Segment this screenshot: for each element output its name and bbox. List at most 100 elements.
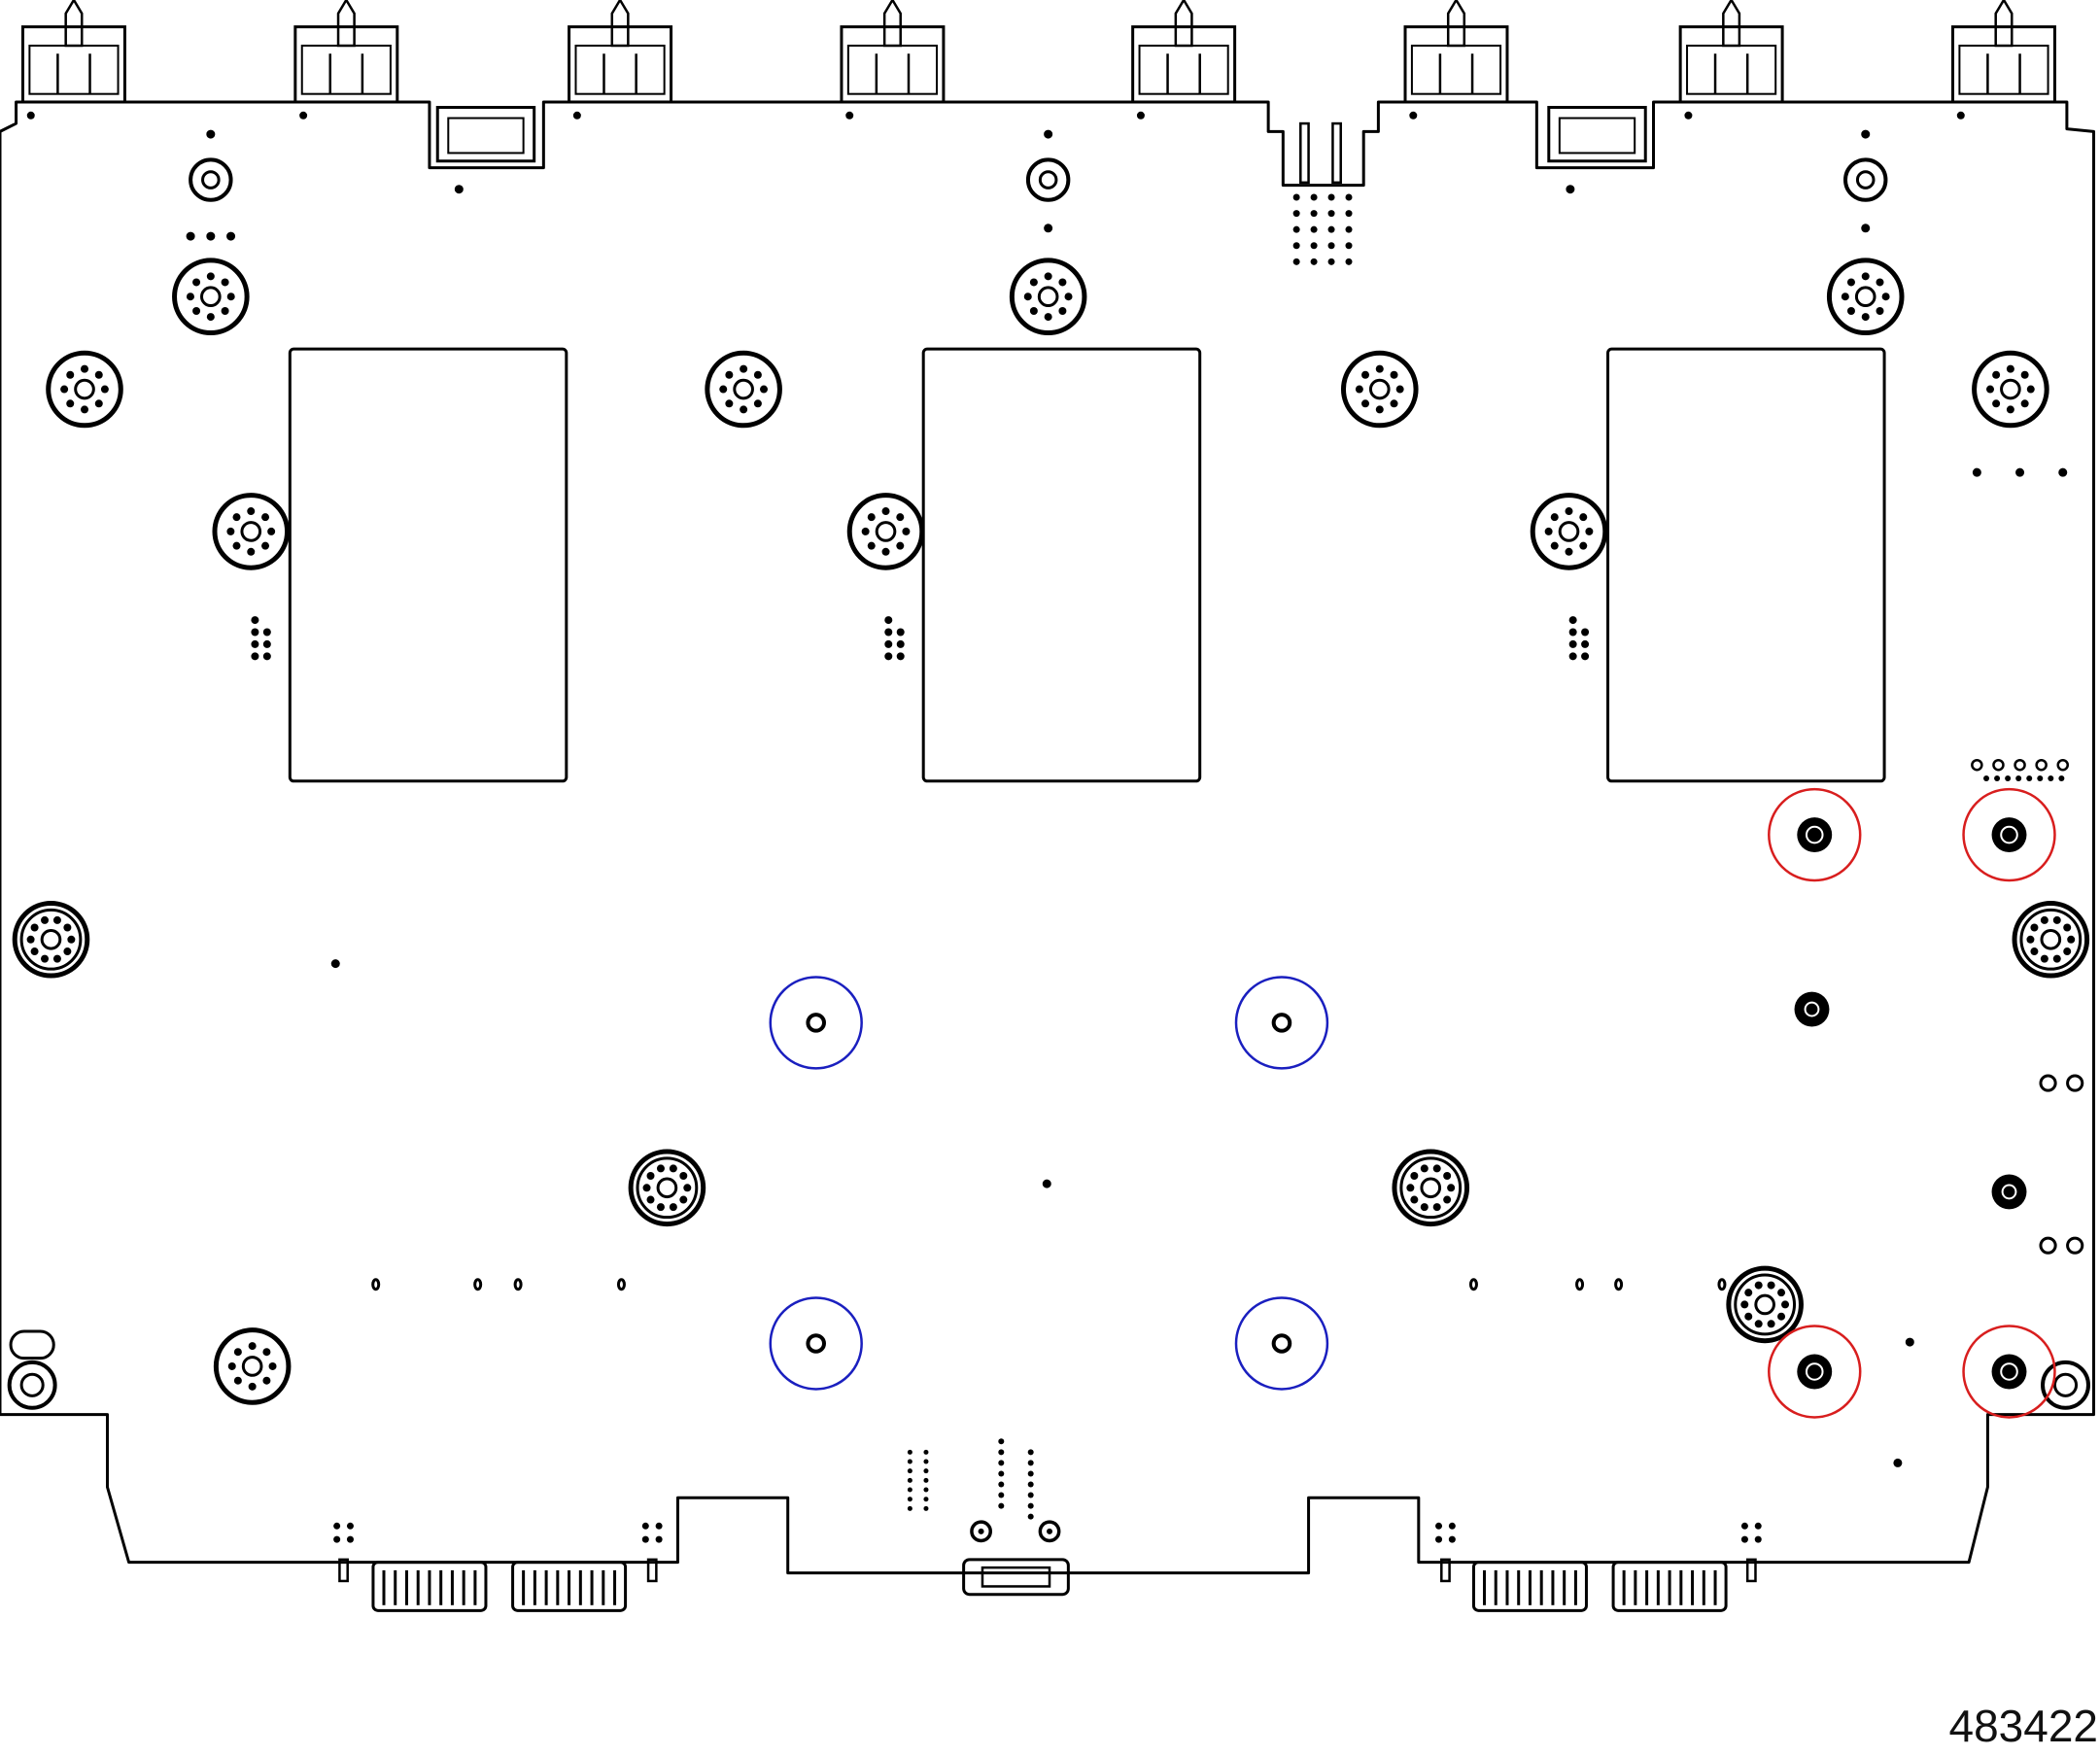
via-dot: [884, 628, 893, 637]
connector-inner: [300, 44, 392, 95]
via-dot: [1435, 1522, 1443, 1530]
hole-via: [1432, 1203, 1441, 1212]
oval-pad: [371, 1278, 381, 1291]
hole-center: [2040, 928, 2062, 950]
via-dot: [1027, 1502, 1034, 1509]
heatsink-pad-3: [1606, 347, 1886, 783]
blue-hole-body: [1271, 1333, 1292, 1354]
via-dot: [884, 616, 893, 625]
hole-via: [1754, 1320, 1763, 1328]
hole-via: [30, 923, 39, 932]
board-outline: [0, 100, 2096, 1575]
ringed-hole-4: [1392, 1149, 1470, 1227]
via-dot: [1581, 628, 1590, 637]
hole-via: [1443, 1171, 1452, 1180]
mounting-hole-4: [46, 350, 123, 429]
hole-via: [1781, 1300, 1790, 1309]
via-dot: [641, 1522, 649, 1530]
hole-via: [1447, 1184, 1456, 1192]
mounting-holes: [12, 258, 2090, 1405]
hole-center: [74, 378, 95, 400]
mounting-hole-5: [705, 350, 782, 429]
hole-via: [192, 306, 201, 315]
via-dot: [655, 1522, 663, 1530]
header-pin: [1331, 121, 1342, 185]
hole-via: [2006, 405, 2014, 414]
standoff-pin: [338, 1558, 349, 1583]
connector-dot: [1956, 111, 1965, 120]
hole-via: [1432, 1164, 1441, 1173]
via-dot: [1448, 1535, 1456, 1543]
hole-center: [1754, 1293, 1775, 1316]
hole-via: [1767, 1281, 1775, 1290]
red-highlight-2-ring: [1962, 787, 2056, 882]
mounting-hole-3: [1826, 258, 1905, 336]
via-dot: [998, 1470, 1005, 1477]
red-hole-center: [2000, 825, 2018, 844]
hole-via: [262, 1348, 271, 1357]
via-dot: [896, 628, 905, 637]
hole-via: [740, 364, 748, 373]
via-dot: [1027, 1449, 1034, 1456]
connector-inner: [1138, 44, 1229, 95]
red-hole-body: [1797, 817, 1833, 852]
via-dot: [1754, 1535, 1762, 1543]
red-hole-body: [1991, 1354, 2027, 1390]
via-dot: [1345, 258, 1353, 265]
via-dot: [346, 1522, 354, 1530]
hole-center: [1420, 1177, 1442, 1199]
small-hole-outer: [1025, 157, 1071, 202]
small-features: [7, 129, 2090, 1467]
via-dot: [262, 652, 271, 661]
oval-pad: [473, 1278, 483, 1291]
hole-via: [1410, 1171, 1419, 1180]
corner-hole-inner: [19, 1372, 45, 1397]
top-connector-3: [568, 0, 673, 120]
header-pin: [1299, 121, 1310, 185]
via-dot: [1435, 1535, 1443, 1543]
red-highlight-2: [1962, 787, 2056, 882]
hole-via: [1390, 399, 1398, 408]
connector-dot: [572, 111, 581, 120]
hole-outer-ring: [1726, 1265, 1804, 1344]
connector-mount-center: [978, 1528, 984, 1534]
hole-via: [719, 385, 728, 394]
red-hole-center: [1805, 825, 1824, 844]
oval-pad: [1468, 1278, 1478, 1291]
hole-via: [1390, 370, 1398, 379]
ringed-hole-3: [628, 1149, 706, 1227]
via-dot: [923, 1497, 929, 1502]
standoff-pin: [646, 1558, 658, 1583]
via-dot: [1327, 193, 1335, 201]
via-dot: [1568, 628, 1577, 637]
hole-second-ring: [1399, 1156, 1463, 1220]
hole-via: [1861, 272, 1870, 281]
hole-center: [200, 286, 222, 308]
hole-via: [1410, 1195, 1419, 1204]
hole-via: [66, 370, 75, 379]
connector-body: [1403, 25, 1509, 104]
hole-via: [2006, 364, 2014, 373]
hole-via: [683, 1184, 692, 1192]
via-dot: [186, 231, 195, 241]
via-dot: [346, 1535, 354, 1543]
hole-via: [881, 507, 890, 516]
highlighted-holes-red: [1768, 787, 2056, 1419]
via-dot: [1566, 185, 1575, 194]
hole-via: [262, 1376, 271, 1385]
top-edge-connectors: [20, 0, 2056, 265]
hole-outer-ring: [12, 900, 90, 979]
connector-dot: [1409, 111, 1418, 120]
via-dot: [1994, 775, 2001, 782]
via-dot: [2058, 775, 2065, 782]
hole-outer-ring: [1340, 350, 1419, 429]
hole-via: [679, 1171, 688, 1180]
hole-via: [1876, 278, 1884, 287]
hole-via: [2030, 923, 2039, 932]
red-highlight-4-ring: [1962, 1325, 2056, 1419]
red-highlight-4: [1962, 1325, 2056, 1419]
hole-via: [247, 547, 256, 556]
hole-center: [1854, 286, 1876, 308]
via-dot: [923, 1449, 929, 1455]
hole-via: [94, 399, 103, 408]
